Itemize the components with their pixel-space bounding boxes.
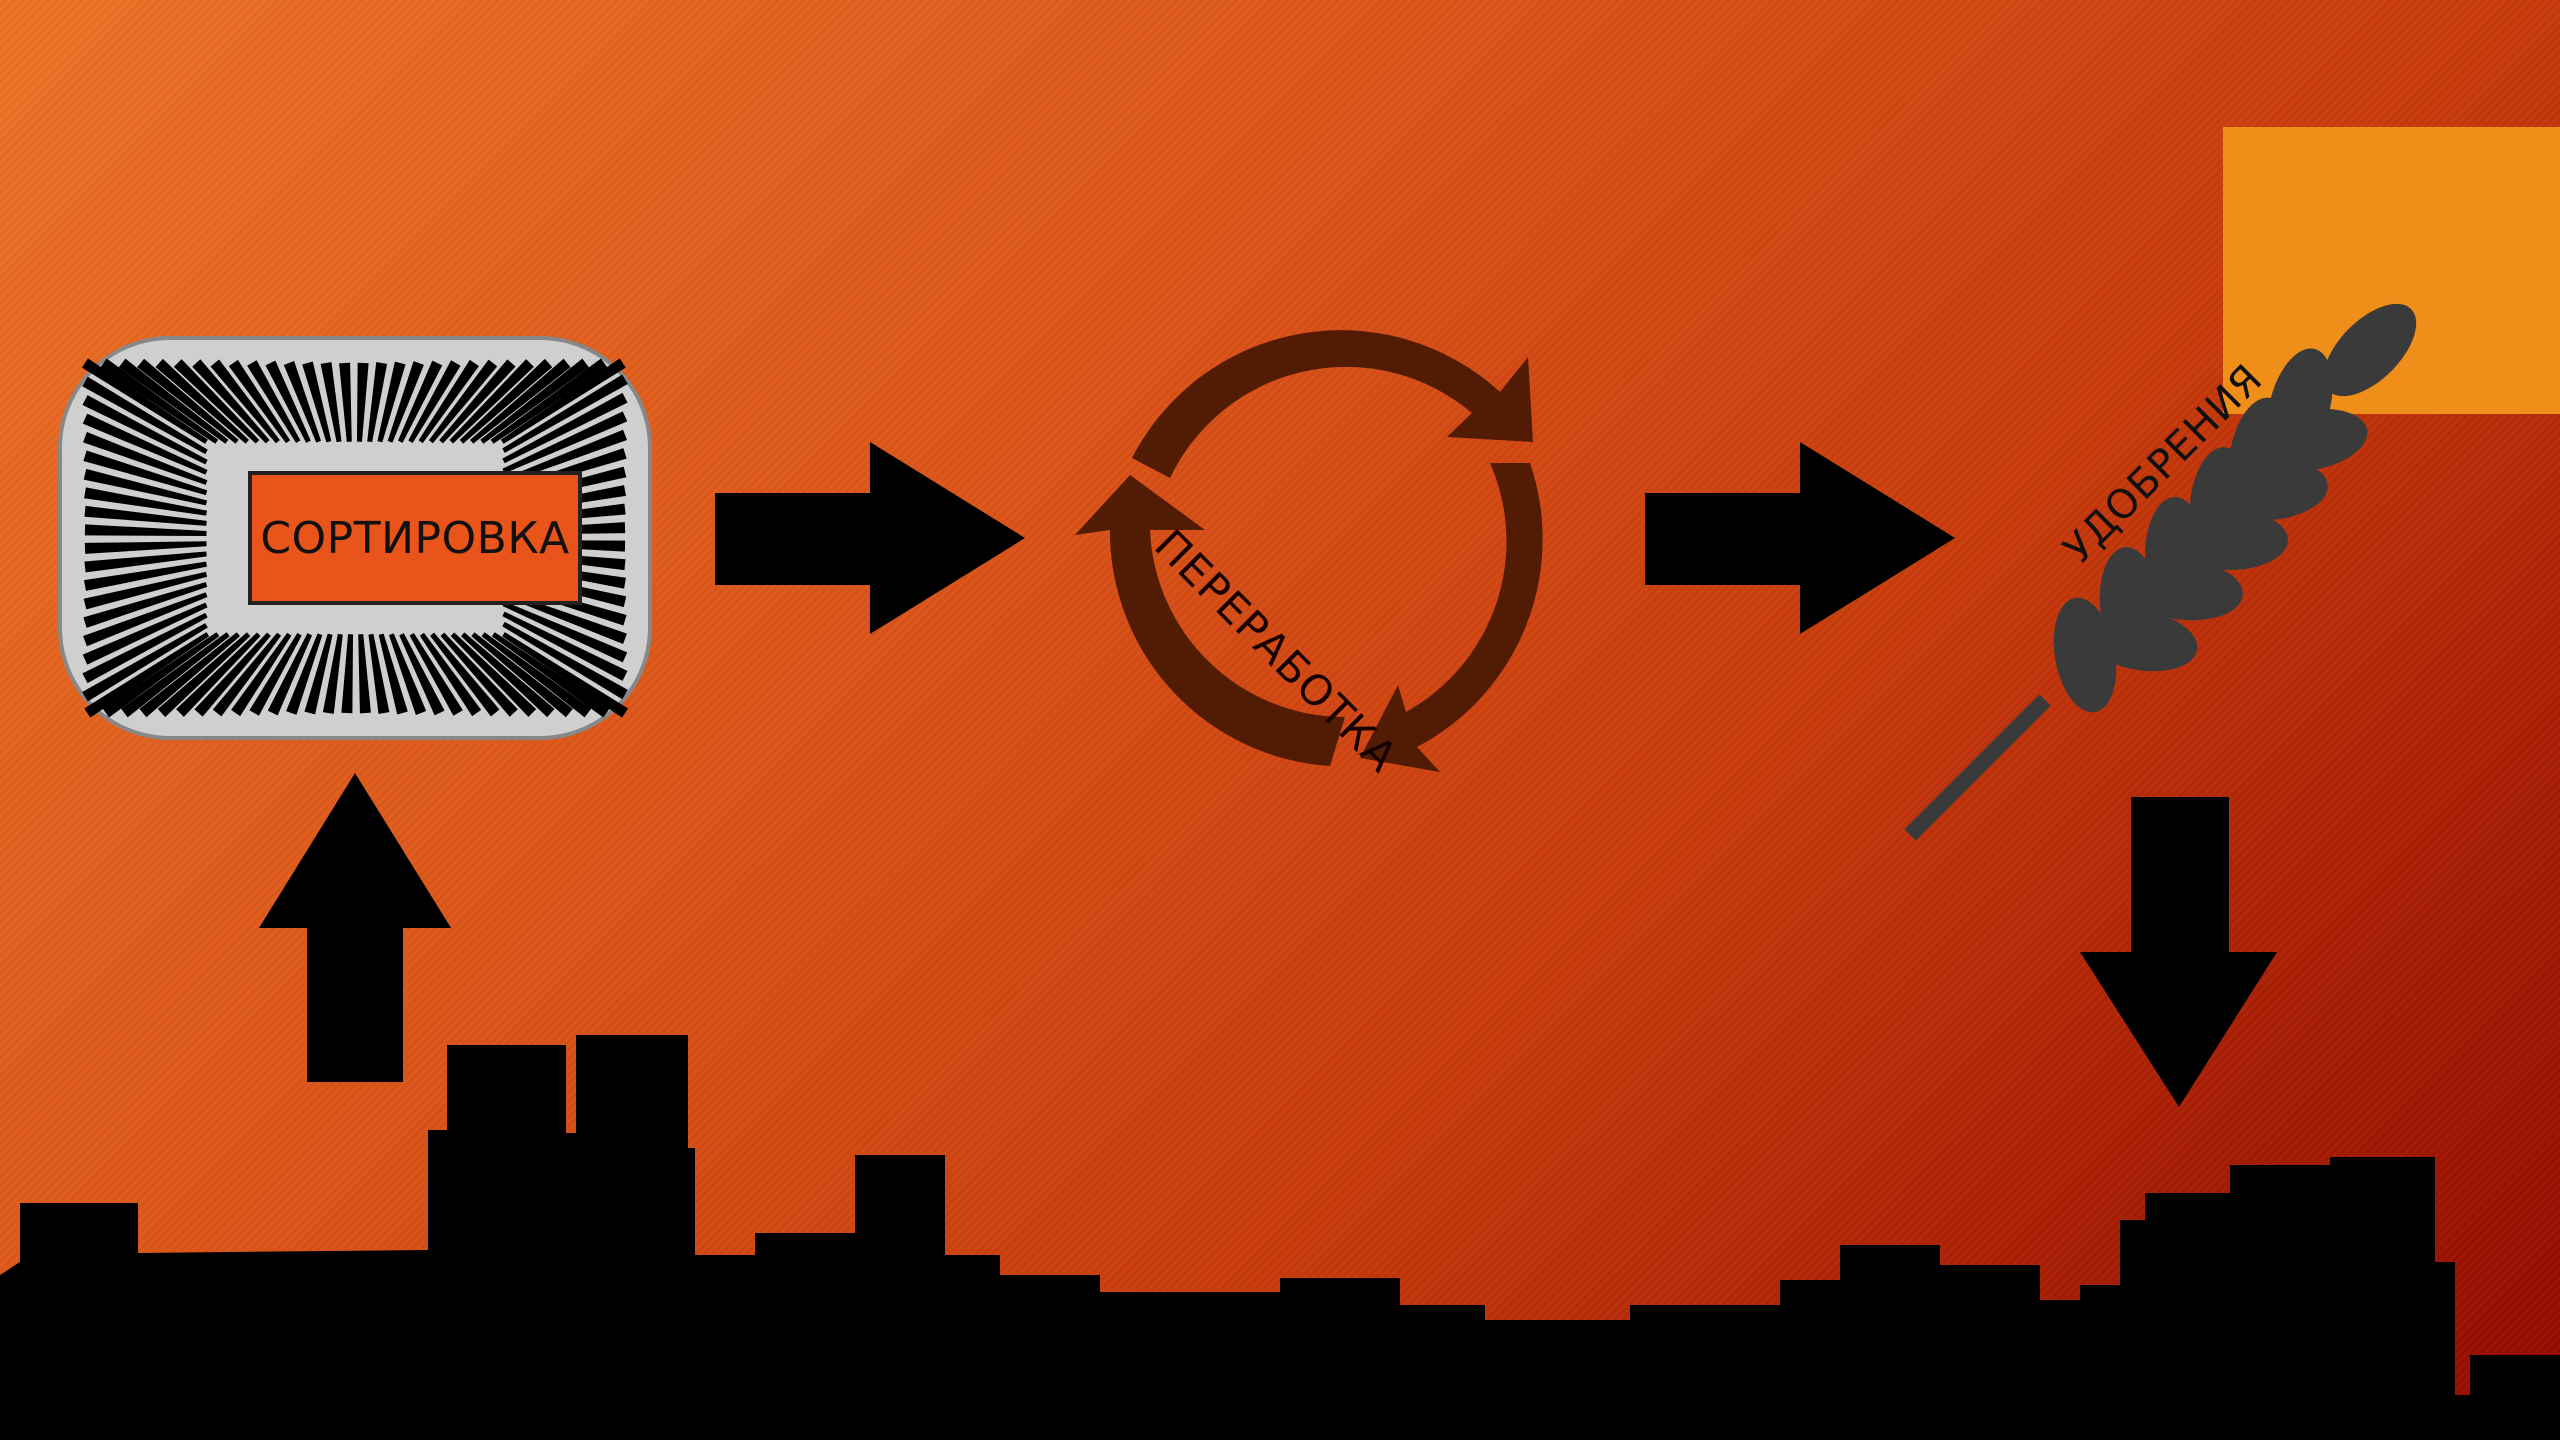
arrow-up (259, 773, 451, 1082)
wheat-icon (1910, 288, 2432, 835)
wheat-stem (1910, 700, 2045, 835)
arrow-down (2080, 797, 2277, 1107)
arrow-right-2 (1645, 442, 1955, 634)
arrow-right-1 (715, 442, 1025, 634)
